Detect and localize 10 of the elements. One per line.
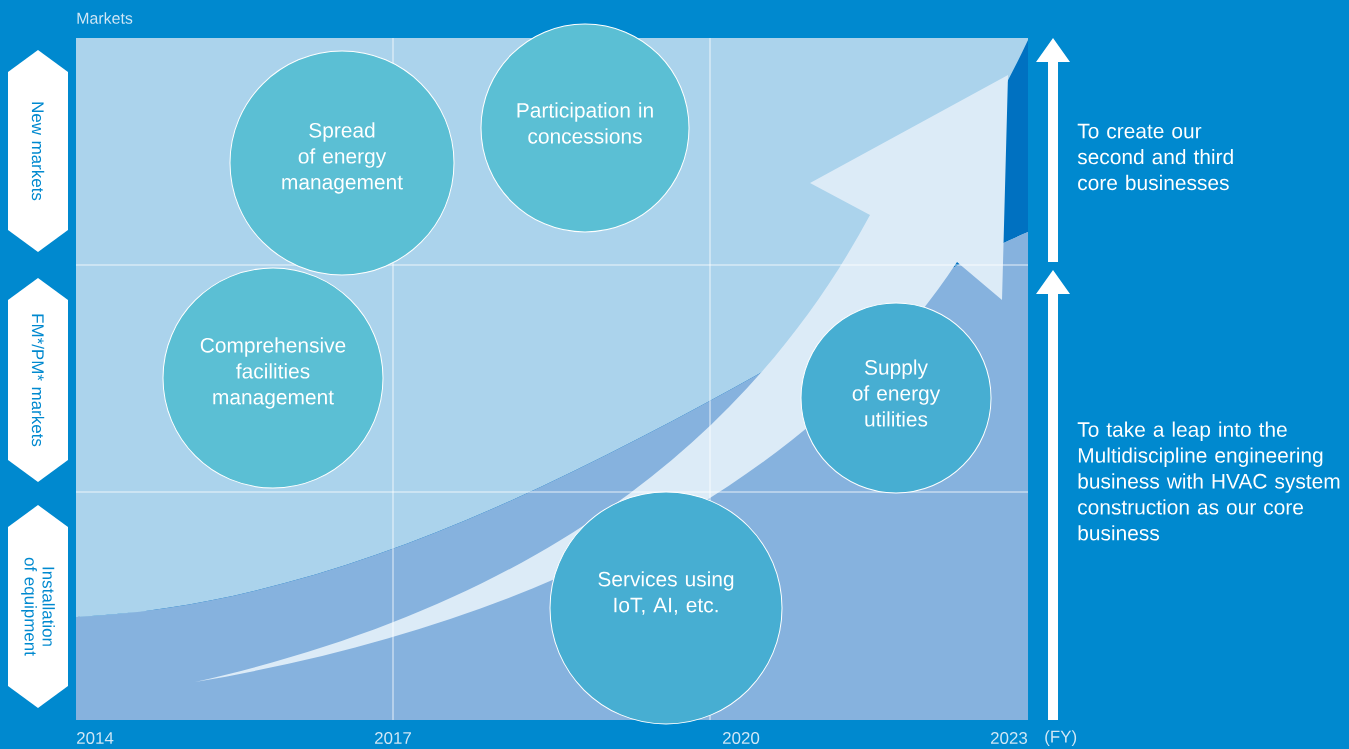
axis-title: Markets <box>77 12 133 24</box>
year-label: 2023 <box>991 732 1028 744</box>
year-label: 2014 <box>77 732 114 744</box>
market-band: New markets <box>8 50 68 252</box>
market-band: Installation of equipment <box>8 505 68 708</box>
year-label: 2017 <box>375 732 411 744</box>
description-text: To create our second and third core businesses <box>1077 123 1233 191</box>
market-band: FM*/PM* markets <box>8 278 68 482</box>
unit-label: (FY) <box>1045 730 1077 746</box>
description-text: To take a leap into the Multidiscipline engineering business with HVAC system construction as our core business <box>1077 421 1340 541</box>
